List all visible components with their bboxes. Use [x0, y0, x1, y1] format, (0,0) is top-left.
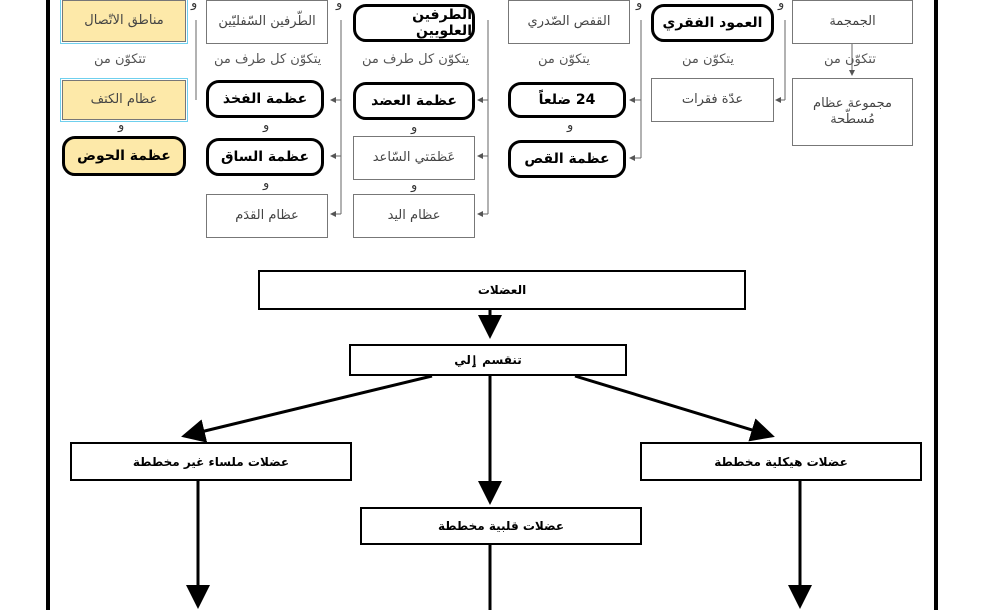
- lower-limbs-consists-label: يتكوّن كل طرف من: [214, 52, 322, 67]
- hand-bones-box: عظام اليد: [353, 194, 475, 238]
- upper-limbs-label: الطرفين العلويين: [412, 7, 472, 39]
- femur-box: عظمة الفخذ: [206, 80, 324, 118]
- skeletal-muscle-box: عضلات هيكلية مخططة: [640, 442, 922, 481]
- divide-into-box: تنقسم ٳلي: [349, 344, 627, 376]
- skull-label: الجمجمة: [829, 13, 876, 29]
- tibia-box: عظمة الساق: [206, 138, 324, 176]
- vertebrae-label: عدّة فقرات: [681, 91, 744, 107]
- upper-limbs-box: الطرفين العلويين: [353, 4, 475, 42]
- foot-bones-label: عظام القدَم: [235, 207, 299, 223]
- muscles-root-box: العضلات: [258, 270, 746, 310]
- tibia-label: عظمة الساق: [220, 149, 310, 165]
- foot-bones-box: عظام القدَم: [206, 194, 328, 238]
- conjunction-waw: و: [636, 0, 643, 11]
- hand-bones-label: عظام اليد: [387, 207, 441, 223]
- shoulder-bones-box: عظام الكتف: [60, 78, 188, 122]
- vertebrae-box: عدّة فقرات: [651, 78, 774, 122]
- conjunction-waw: و: [567, 118, 574, 133]
- forearm-box: عَظمَتي السّاعد: [353, 136, 475, 180]
- divide-into-label: تنقسم ٳلي: [454, 353, 522, 367]
- sternum-label: عظمة القص: [524, 151, 610, 167]
- connection-zones-box: مناطق الاتّصال: [60, 0, 188, 44]
- lower-limbs-box: الطّرفين السّفليّين: [206, 0, 328, 44]
- cardiac-muscle-label: عضلات قلبية مخططة: [437, 519, 565, 533]
- femur-label: عظمة الفخذ: [222, 91, 308, 107]
- skull-consists-label: تتكوّن من: [824, 52, 876, 67]
- flat-bones-box: مجموعة عظام مُسطّحة: [792, 78, 913, 146]
- conjunction-waw: و: [411, 120, 418, 135]
- pelvis-box: عظمة الحوض: [62, 136, 186, 176]
- sternum-box: عظمة القص: [508, 140, 626, 178]
- ribcage-consists-label: يتكوّن من: [538, 52, 590, 67]
- humerus-label: عظمة العضد: [371, 93, 457, 109]
- conjunction-waw: و: [263, 176, 270, 191]
- skeletal-muscle-label: عضلات هيكلية مخططة: [714, 454, 848, 469]
- conjunction-waw: و: [778, 0, 785, 11]
- muscles-root-label: العضلات: [477, 283, 527, 297]
- conjunction-waw: و: [411, 178, 418, 193]
- humerus-box: عظمة العضد: [353, 82, 475, 120]
- conjunction-waw: و: [263, 118, 270, 133]
- right-border: [934, 0, 938, 610]
- cardiac-muscle-box: عضلات قلبية مخططة: [360, 507, 642, 545]
- skull-box: الجمجمة: [792, 0, 913, 44]
- spine-consists-label: يتكوّن من: [682, 52, 734, 67]
- smooth-muscle-box: عضلات ملساء غير مخططة: [70, 442, 352, 481]
- ribs-label: 24 ضلعاً: [538, 92, 596, 108]
- flat-bones-label: مجموعة عظام مُسطّحة: [813, 95, 892, 127]
- left-border: [46, 0, 50, 610]
- conjunction-waw: و: [191, 0, 198, 11]
- pelvis-label: عظمة الحوض: [77, 148, 171, 164]
- forearm-label: عَظمَتي السّاعد: [372, 149, 456, 165]
- connection-consists-label: تتكوّن من: [94, 52, 146, 67]
- upper-limbs-consists-label: يتكوّن كل طرف من: [362, 52, 470, 67]
- ribcage-box: القفص الصّدري: [508, 0, 630, 44]
- conjunction-waw: و: [336, 0, 343, 11]
- connection-zones-label: مناطق الاتّصال: [84, 12, 164, 28]
- spine-box: العمود الفقري: [651, 4, 774, 42]
- ribcage-label: القفص الصّدري: [527, 13, 611, 29]
- spine-label: العمود الفقري: [662, 15, 763, 31]
- ribs-box: 24 ضلعاً: [508, 82, 626, 118]
- lower-limbs-label: الطّرفين السّفليّين: [218, 13, 316, 29]
- smooth-muscle-label: عضلات ملساء غير مخططة: [132, 454, 290, 469]
- conjunction-waw: و: [118, 118, 125, 133]
- shoulder-bones-label: عظام الكتف: [90, 91, 158, 107]
